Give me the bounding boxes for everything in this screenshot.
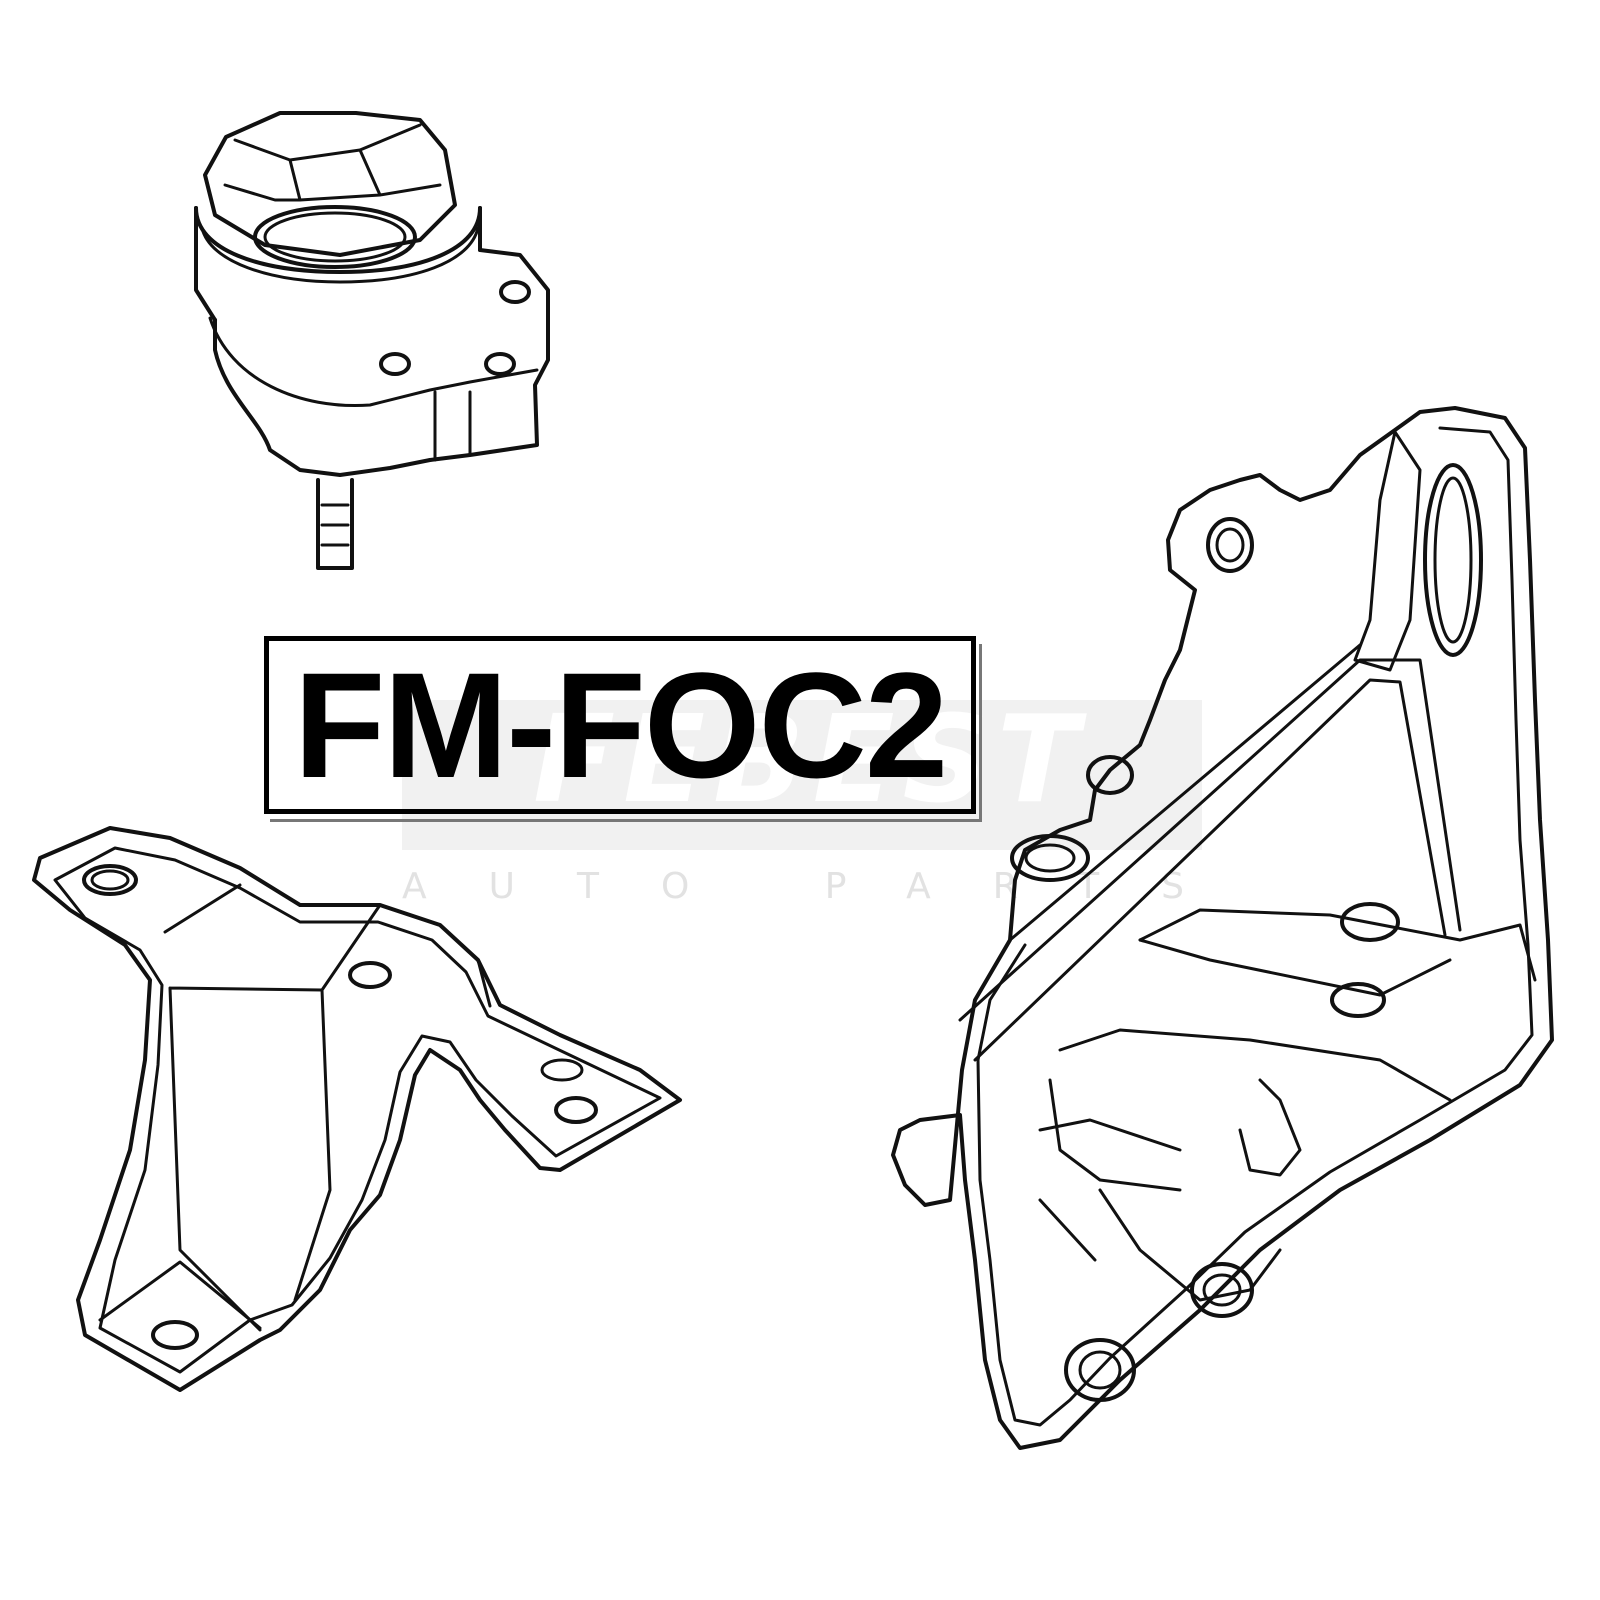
part-number-frame-shadow xyxy=(270,644,982,822)
watermark-brand: FEBEST xyxy=(533,706,1087,816)
engine-support-bracket-icon xyxy=(891,406,1554,1450)
watermark-band xyxy=(402,700,1202,850)
engine-mount-rubber-bushing-icon xyxy=(194,111,550,570)
part-number: FM-FOC2 xyxy=(293,641,949,809)
part-number-frame: FM-FOC2 xyxy=(264,636,976,814)
mounting-bracket-icon xyxy=(32,826,682,1392)
watermark-tagline: AUTO PARTS xyxy=(402,866,1247,907)
